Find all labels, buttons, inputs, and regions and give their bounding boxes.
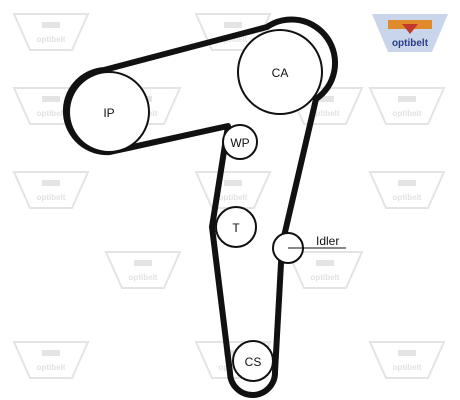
watermark-brand-text: optibelt bbox=[37, 35, 66, 44]
watermark-logo: optibelt bbox=[286, 87, 364, 125]
watermark-brand-text: optibelt bbox=[311, 109, 340, 118]
pulley-t: T bbox=[215, 206, 257, 248]
pulley-ca-label: CA bbox=[272, 66, 289, 80]
watermark-grid: optibelt optibelt optibelt optibelt optibelt… bbox=[12, 13, 446, 379]
pulley-ip-label: IP bbox=[103, 106, 114, 120]
watermark-logo: optibelt bbox=[368, 87, 446, 125]
watermark-logo: optibelt bbox=[194, 171, 272, 209]
pulley-cs: CS bbox=[232, 340, 274, 382]
timing-belt bbox=[62, 16, 339, 398]
optibelt-logo: optibelt bbox=[372, 14, 448, 52]
watermark-logo: optibelt bbox=[286, 251, 364, 289]
pulley-idler: Idler bbox=[272, 232, 346, 264]
logo-brand-text: optibelt bbox=[392, 38, 429, 49]
watermark-logo: optibelt bbox=[12, 341, 90, 379]
watermark-brand-text: optibelt bbox=[219, 35, 248, 44]
watermark-logo: optibelt bbox=[368, 341, 446, 379]
pulley-wp-label: WP bbox=[230, 136, 249, 150]
watermark-brand-text: optibelt bbox=[37, 109, 66, 118]
watermark-brand-text: optibelt bbox=[393, 109, 422, 118]
watermark-logo: optibelt bbox=[12, 171, 90, 209]
pulley-idler-label: Idler bbox=[316, 234, 339, 248]
watermark-brand-text: optibelt bbox=[393, 193, 422, 202]
pulley-wp: WP bbox=[222, 124, 258, 160]
watermark-brand-text: optibelt bbox=[393, 363, 422, 372]
pulley-cs-label: CS bbox=[245, 355, 262, 369]
pulley-ca: CA bbox=[237, 29, 323, 115]
watermark-logo: optibelt bbox=[104, 251, 182, 289]
watermark-brand-text: optibelt bbox=[311, 273, 340, 282]
watermark-logo: optibelt bbox=[368, 171, 446, 209]
watermark-brand-text: optibelt bbox=[129, 273, 158, 282]
watermark-brand-text: optibelt bbox=[37, 193, 66, 202]
watermark-brand-text: optibelt bbox=[37, 363, 66, 372]
pulley-ip: IP bbox=[68, 71, 150, 153]
watermark-brand-text: optibelt bbox=[219, 193, 248, 202]
watermark-logo: optibelt bbox=[12, 13, 90, 51]
pulley-t-label: T bbox=[232, 221, 240, 235]
